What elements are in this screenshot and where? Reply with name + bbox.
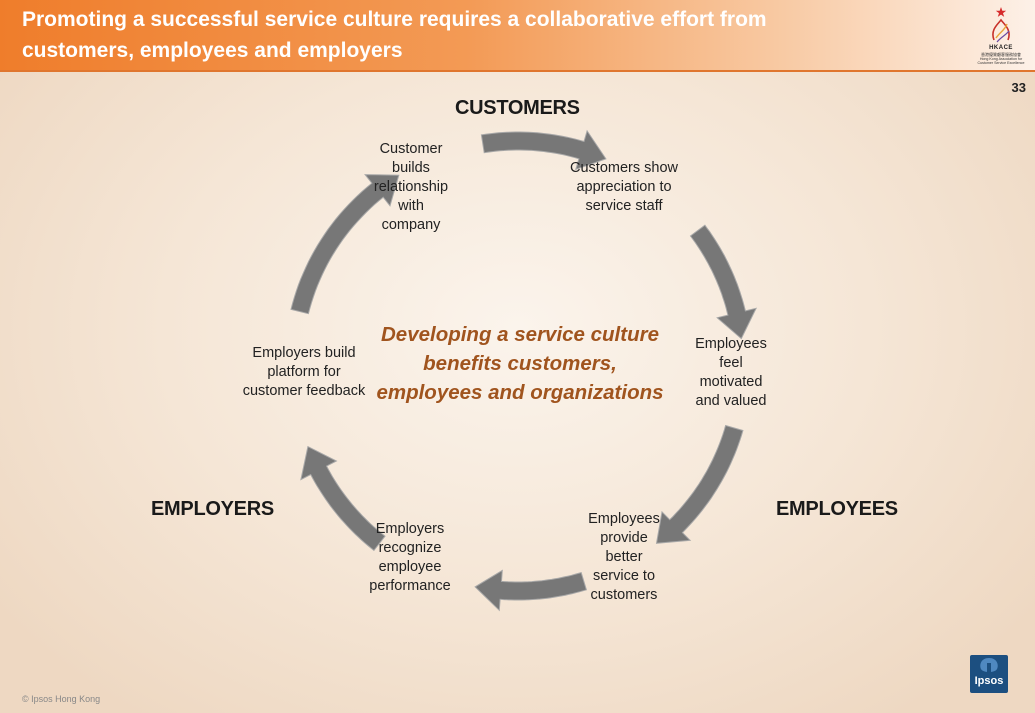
arrow-service-to-recognize (474, 569, 588, 612)
arrow-motivated-to-service (655, 424, 744, 544)
step-employers-build-platform: Employers build platform for customer fe… (242, 345, 366, 399)
logo-subtitle: Hong Kong Association for Customer Servi… (977, 57, 1025, 65)
step-employers-recognize: Employers recognize employee performance (369, 521, 451, 594)
header-bar: Promoting a successful service culture r… (0, 0, 1035, 72)
copyright: © Ipsos Hong Kong (22, 694, 101, 704)
ipsos-emblem-icon (980, 658, 998, 673)
ipsos-brand-text: Ipsos (974, 675, 1004, 687)
arrow-platform-to-relationship (290, 174, 400, 315)
ipsos-logo: Ipsos (970, 655, 1008, 693)
logo-name: HKACE (989, 45, 1013, 51)
logo-chinese-name: 香港優質顧客服務協會 (981, 52, 1021, 57)
step-customer-builds-relationship: Customer builds relationship with compan… (373, 141, 449, 233)
step-customers-show-appreciation: Customers show appreciation to service s… (570, 160, 678, 214)
hkace-logo: HKACE 香港優質顧客服務協會 Hong Kong Association f… (970, 4, 1032, 67)
group-label-employers: EMPLOYERS (151, 498, 274, 520)
arrow-recognize-to-platform (300, 445, 386, 552)
arrow-customers-to-appreciation (480, 129, 607, 171)
arrow-appreciation-to-motivated (689, 224, 758, 340)
step-employees-feel-motivated: Employees feel motivated and valued (695, 336, 767, 409)
slide-title: Promoting a successful service culture r… (22, 8, 767, 62)
hkace-emblem-icon (992, 7, 1010, 43)
group-label-employees: EMPLOYEES (776, 498, 898, 520)
step-employees-provide-service: Employees provide better service to cust… (588, 511, 660, 603)
center-message: Developing a service culture benefits cu… (376, 323, 664, 404)
page-number: 33 (1011, 80, 1026, 95)
group-label-customers: CUSTOMERS (455, 97, 580, 119)
